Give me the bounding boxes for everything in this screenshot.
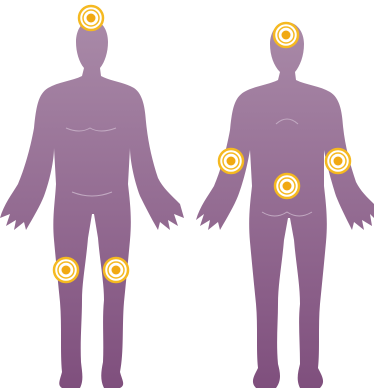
back-left-elbow-marker[interactable]: [219, 149, 243, 173]
front-figure: [0, 20, 184, 388]
back-figure-silhouette: [196, 22, 374, 388]
back-right-elbow-marker[interactable]: [326, 149, 350, 173]
front-left-knee-marker[interactable]: [54, 258, 78, 282]
front-head-marker[interactable]: [79, 6, 103, 30]
back-figure: [196, 22, 374, 388]
back-head-marker[interactable]: [274, 23, 298, 47]
front-right-knee-marker[interactable]: [104, 258, 128, 282]
front-figure-silhouette: [0, 20, 184, 388]
back-lower-back-marker[interactable]: [275, 174, 299, 198]
